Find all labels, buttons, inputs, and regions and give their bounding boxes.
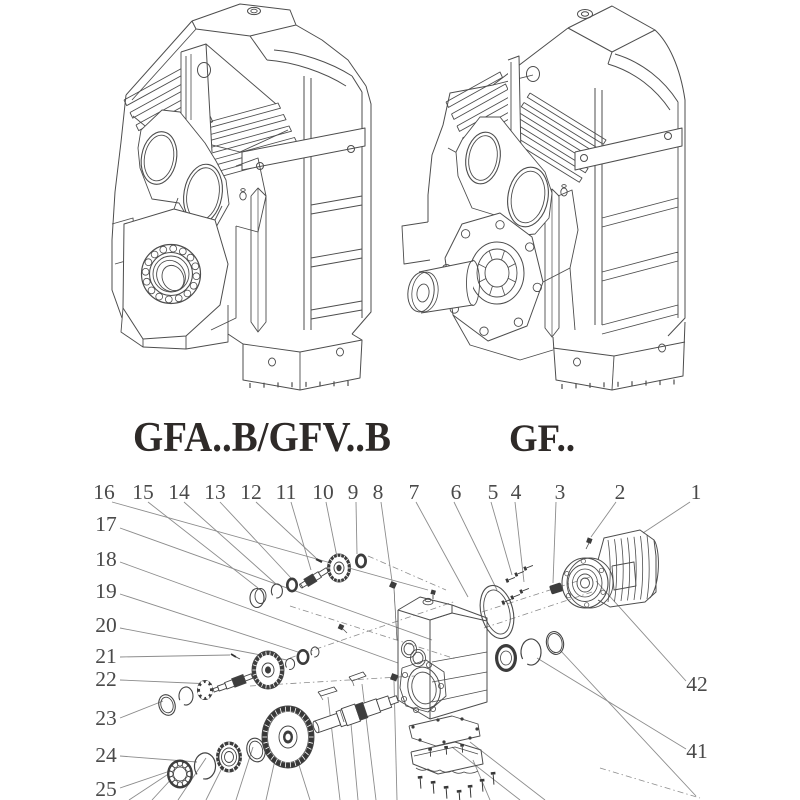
svg-text:16: 16 [93,480,115,504]
svg-text:GF..: GF.. [509,417,575,460]
svg-text:17: 17 [95,512,117,536]
svg-text:3: 3 [555,480,566,504]
svg-text:4: 4 [511,480,522,504]
svg-text:20: 20 [95,613,117,637]
svg-text:2: 2 [615,480,626,504]
svg-text:GFA..B/GFV..B: GFA..B/GFV..B [133,415,391,461]
svg-text:19: 19 [95,579,117,603]
svg-text:41: 41 [686,739,708,763]
svg-text:42: 42 [686,672,708,696]
svg-text:24: 24 [95,743,117,767]
svg-text:5: 5 [488,480,499,504]
svg-text:15: 15 [132,480,154,504]
svg-text:22: 22 [95,667,117,691]
svg-text:7: 7 [409,480,420,504]
svg-text:21: 21 [95,644,117,668]
svg-text:23: 23 [95,706,117,730]
svg-text:25: 25 [95,777,117,800]
svg-text:8: 8 [373,480,384,504]
svg-text:13: 13 [204,480,226,504]
svg-text:12: 12 [240,480,262,504]
svg-text:10: 10 [312,480,334,504]
svg-text:18: 18 [95,547,117,571]
svg-text:1: 1 [691,480,702,504]
svg-text:14: 14 [168,480,190,504]
svg-text:11: 11 [276,480,297,504]
svg-text:6: 6 [451,480,462,504]
svg-text:9: 9 [348,480,359,504]
